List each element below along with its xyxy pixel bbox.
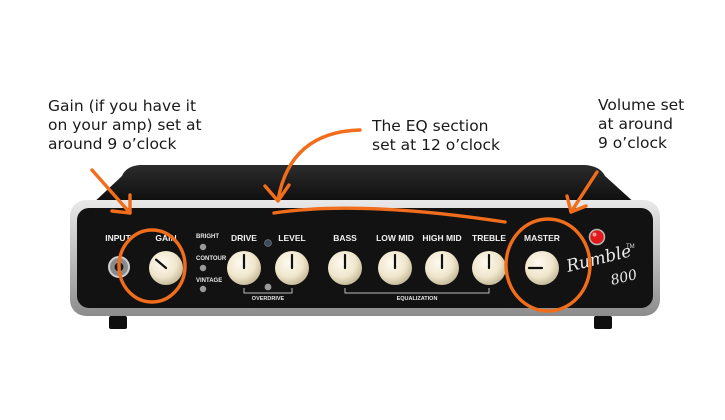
volume-annotation-text: Volume set at around 9 o’clock — [598, 96, 685, 152]
amp-foot-right — [594, 316, 612, 329]
contour-switch[interactable] — [199, 264, 207, 272]
overdrive-label: OVERDRIVE — [252, 296, 285, 302]
treble-knob-label: TREBLE — [472, 233, 506, 243]
amp-foot-left — [109, 316, 127, 329]
input-label: INPUT — [105, 233, 131, 243]
master-highlight-circle — [504, 217, 592, 313]
treble-knob[interactable] — [472, 251, 506, 285]
vintage-switch-label: VINTAGE — [196, 278, 222, 284]
gain-knob[interactable] — [149, 251, 183, 285]
overdrive-switch[interactable] — [264, 283, 272, 291]
master-knob-label: MASTER — [524, 233, 560, 243]
gain-highlight-circle — [117, 228, 187, 304]
drive-knob-label: DRIVE — [231, 233, 257, 243]
power-light-glint — [592, 232, 597, 237]
bright-switch-label: BRIGHT — [196, 234, 219, 240]
gain-arrow-shaft — [90, 168, 132, 215]
master-knob[interactable] — [525, 251, 559, 285]
bright-switch[interactable] — [199, 243, 207, 251]
power-light — [588, 228, 606, 246]
eq-arrow-shaft — [276, 128, 362, 202]
equalization-label: EQUALIZATION — [397, 296, 438, 302]
eq-highlight-line — [272, 206, 507, 224]
equalization-bracket — [344, 288, 490, 294]
volume-arrow-shaft — [569, 170, 599, 214]
bass-knob-label: BASS — [333, 233, 357, 243]
vintage-switch[interactable] — [199, 285, 207, 293]
trademark-symbol: TM — [626, 244, 635, 250]
bass-knob[interactable] — [328, 251, 362, 285]
overdrive-led — [264, 239, 272, 247]
eq-annotation-text: The EQ section set at 12 o’clock — [372, 117, 500, 154]
high-mid-knob-label: HIGH MID — [422, 233, 461, 243]
overdrive-bracket — [243, 288, 293, 294]
volume-arrow-head — [565, 194, 588, 214]
low-mid-knob-label: LOW MID — [376, 233, 414, 243]
model-number: 800 — [609, 267, 639, 289]
amp-top-cover — [90, 165, 638, 206]
gain-knob-label: GAIN — [155, 233, 176, 243]
low-mid-knob[interactable] — [378, 251, 412, 285]
high-mid-knob[interactable] — [425, 251, 459, 285]
drive-knob[interactable] — [227, 251, 261, 285]
contour-switch-label: CONTOUR — [196, 256, 227, 262]
eq-arrow-head — [263, 183, 291, 203]
gain-arrow-head — [110, 193, 132, 215]
gain-annotation-text: Gain (if you have it on your amp) set at… — [48, 97, 202, 153]
level-knob-label: LEVEL — [278, 233, 305, 243]
level-knob[interactable] — [275, 251, 309, 285]
